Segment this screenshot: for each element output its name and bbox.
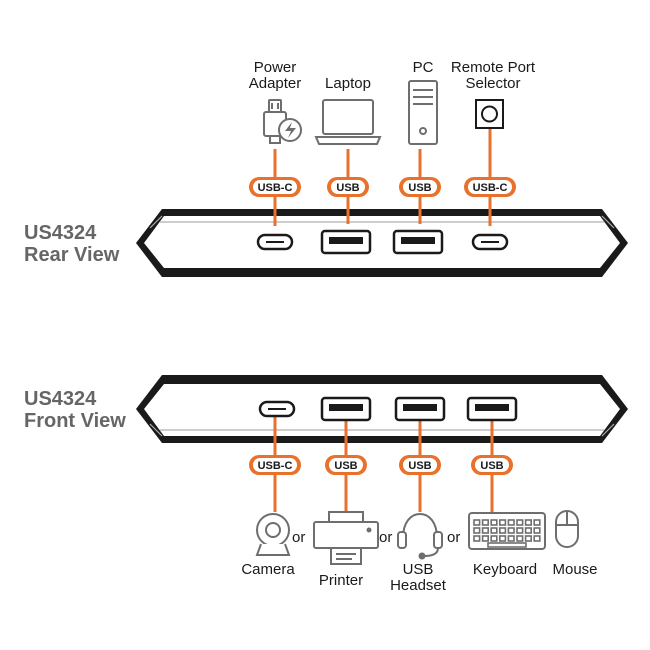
front-view-title: US4324 Front View [24, 388, 126, 432]
front-usb-port-3 [466, 396, 518, 422]
keyboard-icon [468, 512, 546, 550]
keyboard-key [490, 527, 498, 534]
rear-port-badge-4: USB-C [464, 177, 516, 197]
keyboard-spacebar [487, 542, 527, 548]
power-adapter-icon [263, 99, 302, 144]
keyboard-key [473, 519, 481, 526]
front-port-badge-3: USB [399, 455, 441, 475]
remote-port-selector-icon [475, 99, 504, 129]
keyboard-key [507, 535, 515, 542]
keyboard-key [516, 535, 524, 542]
front-hub-body [136, 375, 628, 443]
laptop-label: Laptop [325, 75, 371, 92]
keyboard-key [524, 535, 532, 542]
keyboard-key [498, 535, 507, 542]
mouse-label: Mouse [552, 561, 598, 578]
keyboard-key [490, 535, 498, 542]
keyboard-label: Keyboard [472, 561, 538, 578]
or-word-2: or [379, 529, 393, 546]
front-usb-port-1 [320, 396, 372, 422]
keyboard-key [498, 519, 507, 526]
front-port-badge-1: USB-C [249, 455, 301, 475]
camera-icon [255, 513, 291, 556]
front-port-label-3: USB [408, 460, 431, 472]
keyboard-key [533, 519, 541, 526]
rear-port-badge-1: USB-C [249, 177, 301, 197]
keyboard-key [524, 519, 532, 526]
printer-icon [313, 511, 379, 565]
front-usb-port-2 [394, 396, 446, 422]
keyboard-key [481, 519, 490, 526]
power-adapter-label-line1: Power [253, 59, 297, 76]
keyboard-key [473, 527, 481, 534]
headset-icon [397, 512, 443, 560]
keyboard-key [507, 527, 515, 534]
keyboard-key [533, 535, 541, 542]
rear-port-badge-2: USB [327, 177, 369, 197]
or-word-1: or [292, 529, 306, 546]
front-port-label-4: USB [480, 460, 503, 472]
rear-port-label-3: USB [408, 182, 431, 194]
front-port-badge-4: USB [471, 455, 513, 475]
or-word-3: or [447, 529, 461, 546]
rear-usbc-port-1 [256, 233, 294, 251]
rear-port-badge-3: USB [399, 177, 441, 197]
printer-label: Printer [318, 572, 364, 589]
keyboard-key [516, 519, 524, 526]
remote-port-selector-label-line2: Selector [465, 75, 521, 92]
keyboard-key [481, 527, 490, 534]
keyboard-key [473, 535, 481, 542]
front-port-label-2: USB [334, 460, 357, 472]
rear-view-name: Rear View [24, 244, 120, 266]
rear-port-label-4: USB-C [473, 182, 508, 194]
rear-port-label-2: USB [336, 182, 359, 194]
front-model-name: US4324 [24, 388, 97, 410]
rear-usb-port-1 [320, 229, 372, 255]
rear-port-label-1: USB-C [258, 182, 293, 194]
rear-hub-body [136, 209, 628, 277]
keyboard-key [481, 535, 490, 542]
pc-label: PC [412, 59, 434, 76]
front-port-label-1: USB-C [258, 460, 293, 472]
remote-port-selector-label-line1: Remote Port [450, 59, 536, 76]
rear-view-title: US4324 Rear View [24, 222, 119, 266]
front-usbc-port [258, 400, 296, 418]
power-adapter-label: Power Adapter [235, 60, 315, 92]
front-port-badge-2: USB [325, 455, 367, 475]
mouse-icon [555, 510, 579, 548]
keyboard-key [507, 519, 515, 526]
keyboard-key [490, 519, 498, 526]
front-view-name: Front View [24, 410, 126, 432]
keyboard-key [524, 527, 532, 534]
usb-headset-label-line1: USB [402, 561, 434, 578]
usb-headset-label-line2: Headset [390, 577, 446, 594]
rear-usbc-port-2 [471, 233, 509, 251]
keyboard-key [498, 527, 507, 534]
rear-model-name: US4324 [24, 222, 97, 244]
keyboard-key [533, 527, 541, 534]
rear-usb-port-2 [392, 229, 444, 255]
remote-port-selector-label: Remote Port Selector [438, 60, 548, 92]
pc-tower-icon [408, 80, 438, 145]
laptop-icon [314, 99, 382, 145]
camera-label: Camera [241, 561, 295, 578]
keyboard-key [516, 527, 524, 534]
power-adapter-label-line2: Adapter [248, 75, 302, 92]
usb-headset-label: USB Headset [378, 562, 458, 594]
